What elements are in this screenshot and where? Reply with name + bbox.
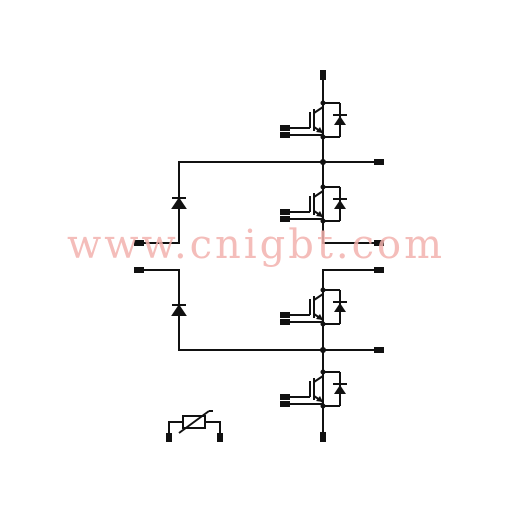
terminal-top	[320, 70, 326, 80]
bus-gap	[318, 244, 328, 269]
igbt-2	[279, 183, 348, 225]
terminal-left-1	[134, 240, 144, 246]
terminal-left-2	[134, 267, 144, 273]
igbt-1	[279, 99, 348, 141]
ntc-thermistor	[168, 410, 221, 436]
ntc-terminals	[166, 433, 223, 442]
terminal-bottom	[320, 432, 326, 442]
igbt-3	[279, 286, 348, 328]
terminal-right-3	[374, 267, 384, 273]
terminal-right-1	[374, 159, 384, 165]
junction-dots	[320, 159, 326, 353]
clamp-diode-upper	[171, 197, 187, 209]
terminal-right-2	[374, 240, 384, 246]
clamp-diode-lower	[171, 304, 187, 316]
terminals	[134, 70, 384, 442]
terminal-right-4	[374, 347, 384, 353]
igbt-4	[279, 368, 348, 410]
clamp-branch-wires	[142, 161, 380, 351]
